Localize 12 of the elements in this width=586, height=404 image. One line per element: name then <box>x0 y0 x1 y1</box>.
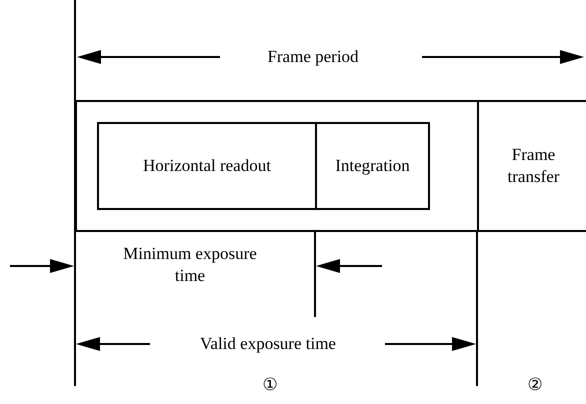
timing-block <box>315 122 430 210</box>
block-label: Frame transfer <box>506 144 560 188</box>
region-number: ② <box>526 374 544 396</box>
block-label: Horizontal readout <box>143 154 271 177</box>
timing-block <box>97 122 317 210</box>
timeline-cell <box>75 100 479 232</box>
region-number: ① <box>262 374 278 396</box>
dimension-label: Valid exposure time <box>199 333 337 355</box>
dimension-label: Frame period <box>266 46 360 68</box>
block-label: Integration <box>335 154 410 177</box>
dimension-label: Minimum exposure time <box>122 243 258 288</box>
timing-cell <box>477 100 586 232</box>
